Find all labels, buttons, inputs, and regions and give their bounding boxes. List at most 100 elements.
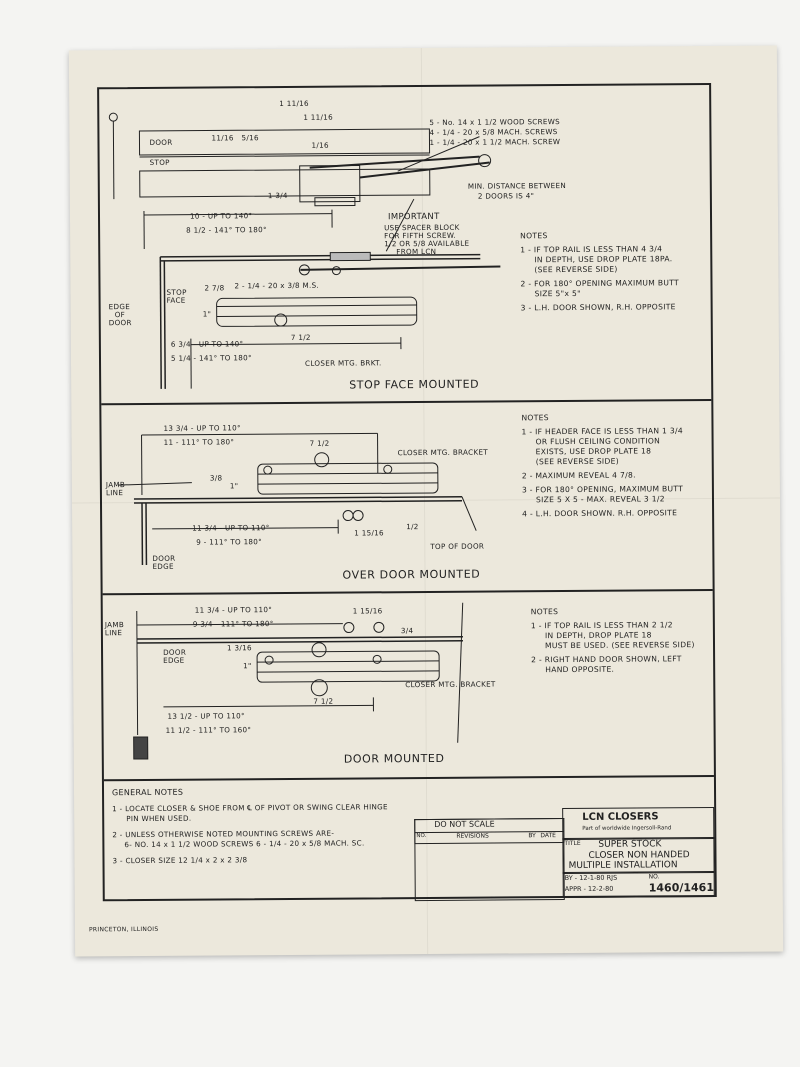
dim-1-11-16-b: 1 11/16	[303, 112, 334, 122]
notes-head: NOTES	[521, 413, 549, 423]
col-revisions: REVISIONS	[456, 832, 489, 840]
no-label: NO.	[648, 873, 660, 881]
dim-1-inch: 1"	[243, 661, 252, 671]
dim-1-2: 1/2	[406, 522, 419, 532]
notes-head: NOTES	[530, 607, 559, 617]
dim-1-3-4: 1 3/4	[267, 190, 288, 201]
stop-face-drawing	[108, 112, 501, 389]
drawing-sheet: DOOR STOP 11/16 5/16 1 11/16 1 11/16 1/1…	[68, 45, 784, 957]
min-distance-1: MIN. DISTANCE BETWEEN	[467, 181, 567, 191]
dim-1-15-16: 1 15/16	[352, 606, 383, 616]
door-mounted-drawing	[133, 602, 464, 760]
jamb-line-2: LINE	[105, 488, 124, 498]
note-line: 1 - IF TOP RAIL IS LESS THAN 2 1/2	[530, 620, 673, 631]
over-door-drawing	[117, 432, 477, 565]
panel-over-door-mounted: 13 3/4 - UP TO 110° 11 - 111° TO 180° 7 …	[101, 401, 713, 596]
dim-5-16: 5/16	[241, 133, 259, 143]
notes-head: NOTES	[520, 231, 548, 241]
panel-door-mounted: JAMB LINE 11 3/4 - UP TO 110° 9 3/4 - 11…	[102, 591, 714, 782]
title-line-2: CLOSER NON HANDED	[588, 850, 690, 861]
general-note-line: 3 - CLOSER SIZE 12 1/4 x 2 x 2 3/8	[112, 855, 248, 866]
stop-face-lbl-2: FACE	[166, 295, 186, 305]
dim-7-1-2: 7 1/2	[290, 332, 311, 342]
range-8-1-2: 8 1/2 - 141° TO 180°	[186, 225, 267, 235]
brand-sub: Part of worldwide Ingersoll-Rand	[582, 825, 672, 832]
range-11-3-4: 11 3/4 - UP TO 110°	[194, 605, 273, 615]
edge-of-door-3: DOOR	[108, 318, 132, 328]
range-11-3-4: 11 3/4 - UP TO 110°	[192, 523, 270, 533]
dim-1-16: 1/16	[311, 140, 329, 150]
dim-2-7-8: 2 7/8	[204, 283, 225, 293]
screws-note-2: 4 - 1/4 - 20 x 5/8 MACH. SCREWS	[429, 127, 558, 137]
range-13-3-4: 13 3/4 - UP TO 110°	[163, 423, 241, 433]
dim-1-inch: 1"	[229, 481, 239, 491]
brand-logo: LCN CLOSERS	[582, 811, 659, 823]
closer-mtg-brkt: CLOSER MTG. BRKT.	[305, 358, 382, 368]
note-line: IN DEPTH, USE DROP PLATE 18PA.	[534, 254, 673, 265]
dim-1-11-16-a: 1 11/16	[279, 98, 309, 109]
dim-7-1-2: 7 1/2	[313, 696, 334, 706]
title-label: TITLE	[564, 839, 581, 848]
door-edge-2: EDGE	[152, 561, 174, 571]
note-line: 3 - FOR 180° OPENING, MAXIMUM BUTT	[521, 484, 684, 495]
min-distance-2: 2 DOORS IS 4"	[477, 191, 535, 201]
dim-11-16: 11/16	[211, 133, 234, 143]
title-over-door-mounted: OVER DOOR MOUNTED	[342, 567, 481, 582]
door-edge-2: EDGE	[163, 655, 185, 665]
note-line: (SEE REVERSE SIDE)	[534, 264, 618, 275]
note-line: MUST BE USED. (SEE REVERSE SIDE)	[544, 640, 695, 651]
note-line: 2 - FOR 180° OPENING MAXIMUM BUTT	[520, 278, 679, 289]
closer-mtg-bracket: CLOSER MTG. BRACKET	[397, 447, 489, 458]
approved: APPR - 12-2-80	[564, 884, 614, 894]
note-line: IN DEPTH, DROP PLATE 18	[544, 630, 652, 641]
note-line: 3 - L.H. DOOR SHOWN, R.H. OPPOSITE	[520, 302, 676, 313]
label-stop: STOP	[149, 157, 170, 167]
drawing-number: 1460/1461	[648, 880, 715, 895]
range-13-1-2: 13 1/2 - UP TO 110°	[167, 711, 245, 721]
dim-3-8: 3/8	[209, 473, 223, 483]
range-5-1-4: 5 1/4 - 141° TO 180°	[170, 353, 252, 363]
general-note-line: 6- NO. 14 x 1 1/2 WOOD SCREWS 6 - 1/4 - …	[124, 838, 365, 850]
range-6-3-4: 6 3/4 - UP TO 140°	[170, 339, 244, 349]
important-head: IMPORTANT	[387, 211, 440, 223]
title-line-1: SUPER STOCK	[598, 839, 662, 850]
note-line: EXISTS, USE DROP PLATE 18	[535, 446, 652, 457]
range-9: 9 - 111° TO 180°	[196, 537, 263, 547]
screws-note-1: 5 - No. 14 x 1 1/2 WOOD SCREWS	[429, 117, 561, 127]
dim-7-1-2: 7 1/2	[309, 438, 330, 448]
drawing-frame: DOOR STOP 11/16 5/16 1 11/16 1 11/16 1/1…	[97, 82, 717, 902]
title-block: DO NOT SCALE NO. REVISIONS BY DATE LCN C…	[414, 797, 715, 902]
note-line: 1 - IF HEADER FACE IS LESS THAN 1 3/4	[521, 426, 684, 437]
note-line: 1 - IF TOP RAIL IS LESS THAN 4 3/4	[520, 244, 663, 255]
note-line: 2 - MAXIMUM REVEAL 4 7/8.	[521, 470, 636, 481]
note-line: SIZE 5 X 5 - MAX. REVEAL 3 1/2	[535, 494, 665, 505]
title-door-mounted: DOOR MOUNTED	[343, 751, 445, 766]
note-line: (SEE REVERSE SIDE)	[535, 456, 620, 467]
label-door: DOOR	[149, 137, 173, 147]
dim-1-15-16: 1 15/16	[354, 528, 384, 538]
col-no: NO.	[416, 833, 427, 840]
range-11-1-2: 11 1/2 - 111° TO 160°	[165, 725, 252, 735]
note-line: 4 - L.H. DOOR SHOWN. R.H. OPPOSITE	[522, 508, 678, 519]
dim-1-3-16: 1 3/16	[226, 643, 252, 653]
general-notes-head: GENERAL NOTES	[111, 787, 184, 798]
range-10-up-to-140: 10 - UP TO 140°	[189, 211, 253, 221]
screws-note-3: 1 - 1/4 - 20 x 1 1/2 MACH. SCREW	[429, 137, 561, 147]
col-date: DATE	[540, 832, 556, 840]
closer-mtg-bracket: CLOSER MTG. BRACKET	[405, 679, 496, 690]
title-line-3: MULTIPLE INSTALLATION	[568, 860, 678, 872]
top-of-door: TOP OF DOOR	[430, 541, 485, 551]
general-note-line: 1 - LOCATE CLOSER & SHOE FROM ℄ OF PIVOT…	[112, 802, 388, 814]
footer-location: PRINCETON, ILLINOIS	[88, 925, 159, 934]
general-note-line: PIN WHEN USED.	[126, 813, 192, 824]
dim-3-4: 3/4	[400, 626, 414, 636]
range-9-3-4: 9 3/4 - 111° TO 180°	[192, 619, 274, 629]
do-not-scale: DO NOT SCALE	[434, 819, 495, 829]
important-4: FROM LCN	[396, 246, 437, 257]
col-by: BY	[528, 832, 536, 840]
title-stop-face-mounted: STOP FACE MOUNTED	[349, 377, 480, 392]
drawn-by: BY - 12-1-80 RJS	[564, 873, 618, 883]
note-line: 2 - RIGHT HAND DOOR SHOWN, LEFT	[531, 654, 682, 665]
jamb-line-2: LINE	[104, 628, 123, 638]
note-line: HAND OPPOSITE.	[545, 664, 615, 675]
